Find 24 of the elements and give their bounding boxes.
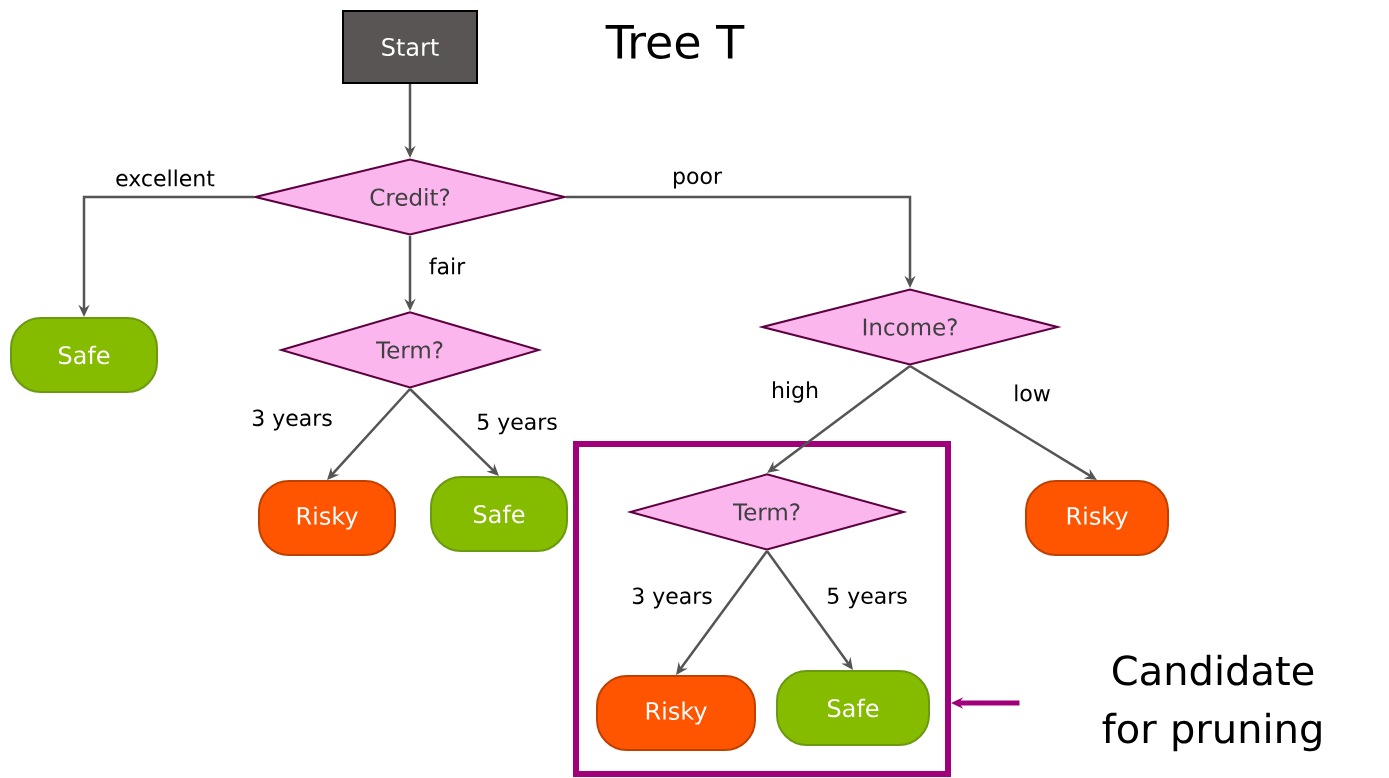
start-box: Start: [342, 10, 478, 84]
edge-label: poor: [670, 169, 724, 191]
edge-label: 5 years: [474, 411, 560, 437]
arrow: [767, 365, 911, 473]
arrow: [409, 388, 499, 476]
edge-label: excellent: [113, 167, 217, 189]
arrow: [327, 388, 411, 480]
edge-label: 5 years: [824, 585, 910, 611]
edge-label: 3 years: [629, 585, 715, 611]
highlight-frame: [573, 441, 951, 777]
leaf-node: Safe: [776, 670, 930, 746]
arrow: [766, 550, 853, 670]
leaf-node: Risky: [258, 480, 396, 556]
callout-text: Candidate for pruning: [1102, 654, 1321, 752]
edge-label: low: [1011, 382, 1053, 404]
edge-label: fair: [426, 255, 468, 277]
arrow: [676, 550, 768, 675]
leaf-node: Risky: [596, 675, 756, 751]
edge-label: high: [769, 379, 821, 405]
leaf-node: Safe: [430, 476, 568, 552]
leaf-node: Safe: [10, 317, 158, 393]
edge-label: 3 years: [249, 407, 335, 433]
title: Tree T: [605, 24, 745, 60]
leaf-node: Risky: [1025, 480, 1169, 556]
